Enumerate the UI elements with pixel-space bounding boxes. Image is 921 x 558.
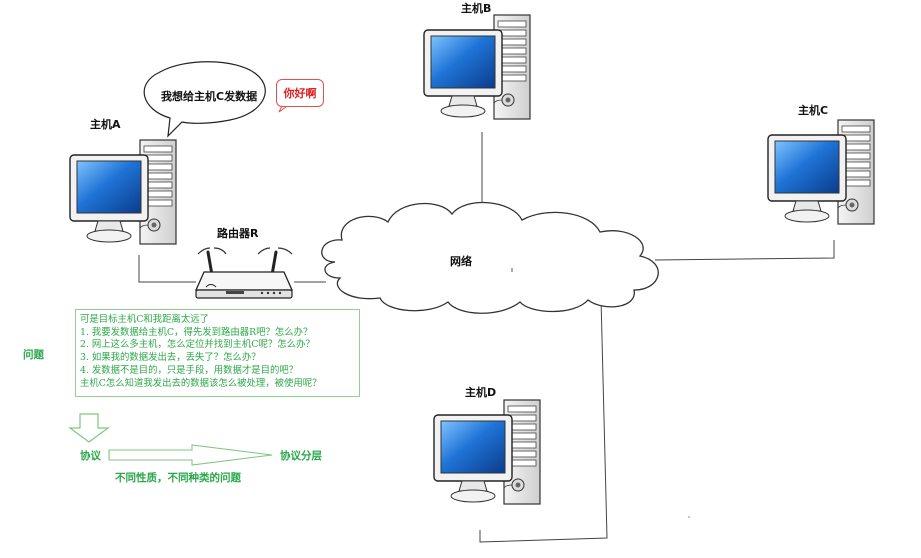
question-line: 2. 网上这么多主机，怎么定位并找到主机C呢？怎么办？ bbox=[80, 339, 315, 351]
router-label: 路由器R bbox=[217, 227, 259, 240]
question-line: 1. 我要发数据给主机C，得先发到路由器R吧？怎么办？ bbox=[80, 326, 313, 338]
question-box: 可是目标主机C和我距离太远了 1. 我要发数据给主机C，得先发到路由器R吧？怎么… bbox=[75, 309, 360, 397]
down-arrow-icon bbox=[68, 413, 110, 443]
link-a-router bbox=[138, 255, 196, 283]
right-arrow-icon bbox=[108, 444, 273, 466]
host-d-computer-icon bbox=[433, 399, 541, 505]
host-a-label: 主机A bbox=[90, 118, 121, 131]
question-line: 主机C怎么知道我发出去的数据该怎么被处理，被使用呢？ bbox=[80, 377, 322, 389]
host-a-computer-icon bbox=[69, 139, 177, 245]
question-heading: 问题 bbox=[23, 349, 44, 361]
network-cloud bbox=[321, 201, 659, 314]
question-line: 4. 发数据不是目的，只是手段，用数据才是目的吧？ bbox=[80, 364, 299, 376]
thought-text: 我想给主机C发数据 bbox=[161, 90, 258, 103]
connection-lines bbox=[138, 132, 835, 543]
thought-bubble bbox=[143, 61, 266, 138]
host-b-computer-icon bbox=[423, 14, 531, 120]
layering-label: 协议分层 bbox=[280, 450, 322, 462]
network-label: 网络 bbox=[450, 255, 472, 268]
question-line: 可是目标主机C和我距离太远了 bbox=[80, 314, 210, 325]
question-line: 3. 如果我的数据发出去，丢失了？怎么办？ bbox=[80, 352, 261, 364]
router-icon bbox=[194, 247, 294, 299]
link-d-cloud bbox=[479, 297, 608, 543]
host-c-label: 主机C bbox=[798, 104, 829, 117]
host-b-label: 主机B bbox=[461, 2, 492, 15]
host-d-label: 主机D bbox=[465, 386, 497, 399]
link-c-cloud bbox=[654, 240, 835, 261]
hello-bubble: 你好啊 bbox=[276, 79, 324, 107]
flow-caption: 不同性质，不同种类的问题 bbox=[115, 472, 241, 484]
protocol-label: 协议 bbox=[80, 450, 101, 462]
host-c-computer-icon bbox=[767, 119, 875, 225]
